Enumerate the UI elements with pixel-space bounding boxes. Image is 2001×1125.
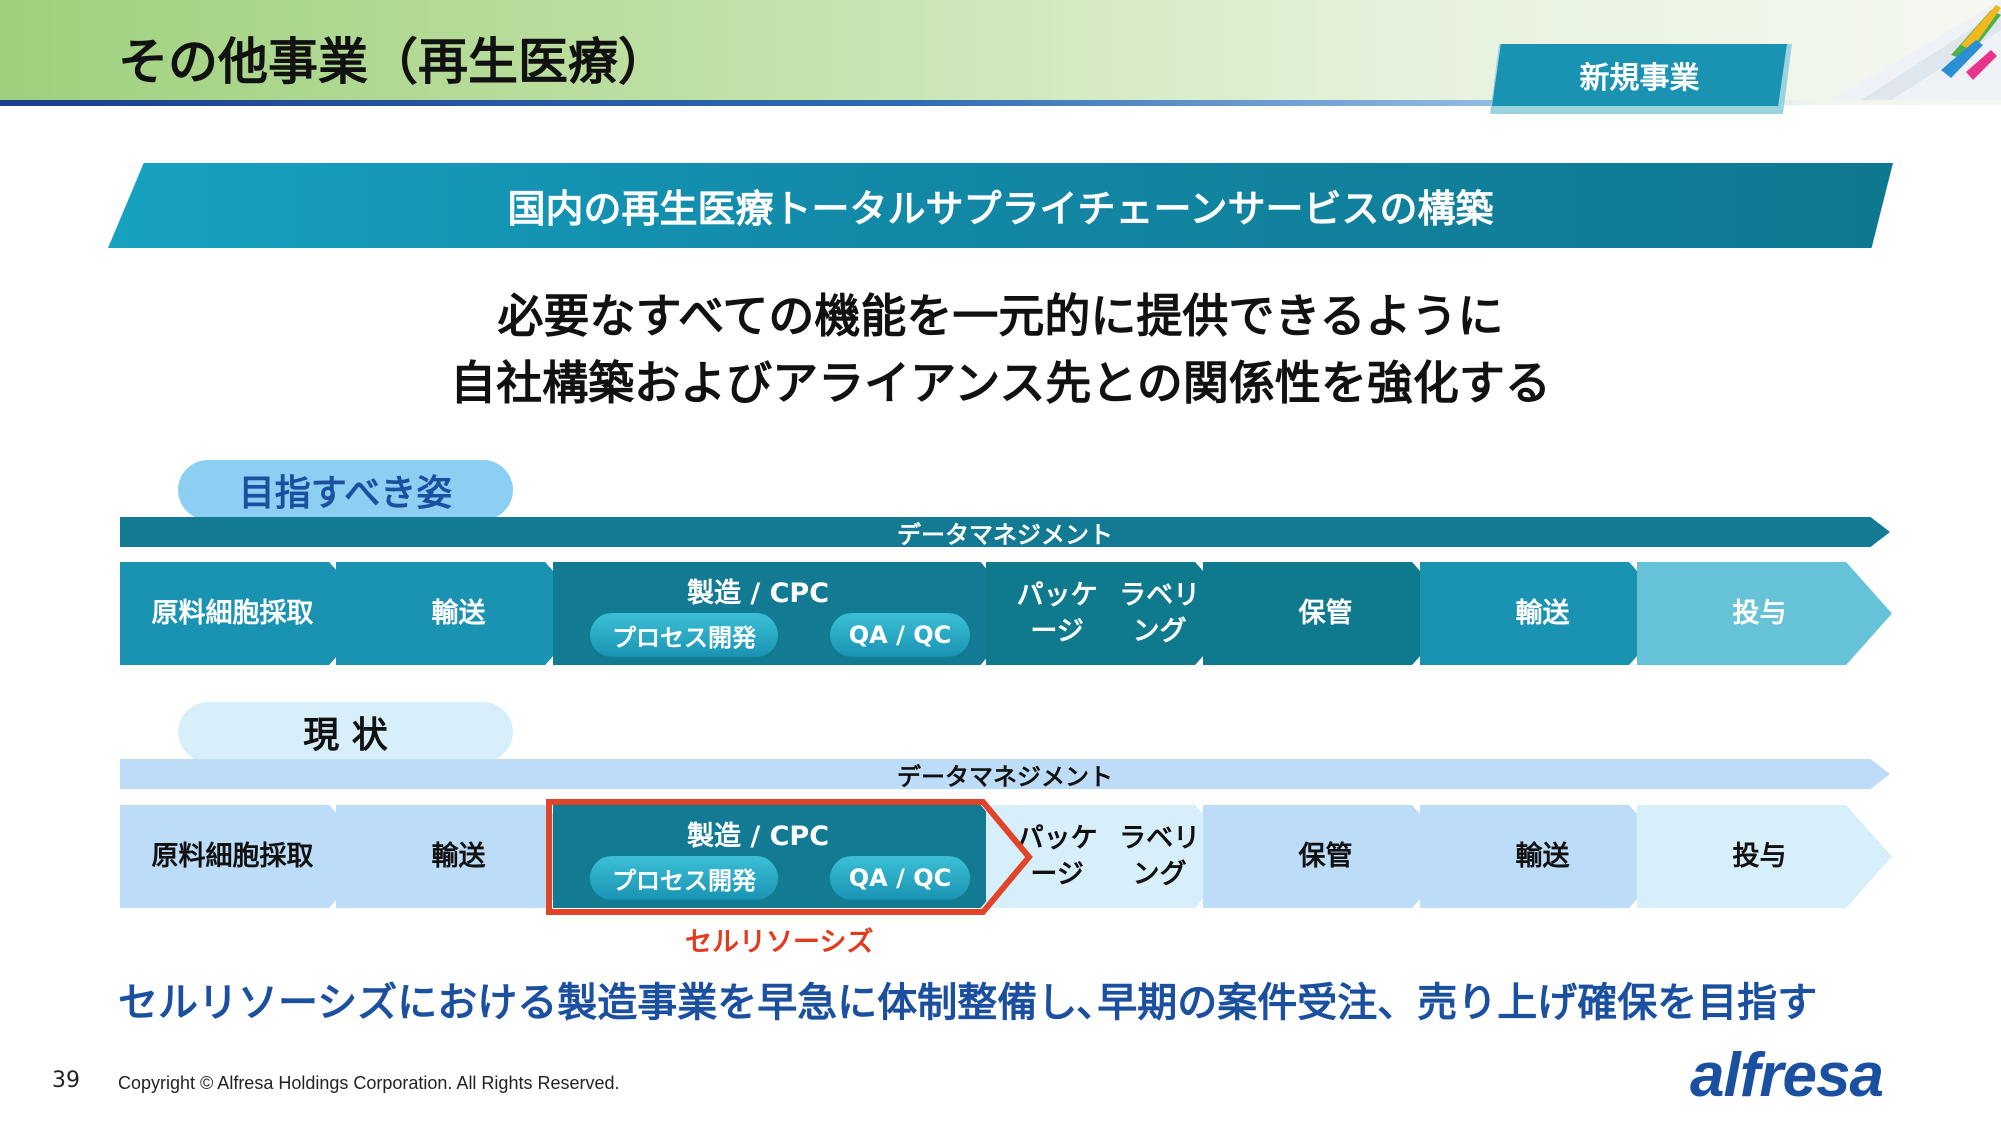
current-step-packaging: パッケージラベリング: [986, 805, 1241, 908]
target-step-packaging-line2: ラベリング: [1119, 580, 1201, 647]
target-step-transport-1: 輸送: [336, 562, 591, 665]
current-step-transport-2: 輸送: [1420, 805, 1675, 908]
current-step-raw-material-line2: 細胞採取: [205, 840, 314, 872]
current-step-packaging-line1: パッケージ: [1016, 823, 1098, 890]
conclusion-text: セルリソーシズにおける製造事業を早急に体制整備し､早期の案件受注、売り上げ確保を…: [118, 980, 1818, 1026]
corner-decoration-icon: [1831, 0, 2001, 100]
target-step-packaging-line1: パッケージ: [1016, 580, 1098, 647]
current-step-raw-material: 原料細胞採取: [120, 805, 375, 908]
highlight-outline: [546, 799, 1033, 915]
current-step-transport-1-line1: 輸送: [431, 840, 486, 872]
header-underline: [0, 100, 1820, 106]
current-step-administration-line1: 投与: [1732, 840, 1787, 872]
target-step-raw-material-line2: 細胞採取: [205, 597, 314, 629]
target-step-administration-line1: 投与: [1732, 597, 1787, 629]
target-step-raw-material-line1: 原料: [151, 597, 206, 629]
current-step-transport-2-line1: 輸送: [1515, 840, 1570, 872]
current-step-administration: 投与: [1637, 805, 1892, 908]
current-step-storage-line1: 保管: [1298, 840, 1353, 872]
current-data-management-arrow: データマネジメント: [120, 759, 1890, 789]
lead-line-2: 自社構築およびアライアンス先との関係性を強化する: [450, 356, 1551, 410]
current-manufacturing-highlight: [546, 799, 1033, 915]
target-step-packaging: パッケージラベリング: [986, 562, 1241, 665]
current-qa-qc-pill: QA / QC: [830, 856, 970, 900]
current-step-storage: 保管: [1203, 805, 1458, 908]
current-process-development-pill: プロセス開発: [590, 856, 778, 900]
company-label: セルリソーシズ: [685, 927, 874, 958]
target-step-raw-material: 原料細胞採取: [120, 562, 375, 665]
page-number: 39: [52, 1068, 80, 1093]
target-process-development-pill: プロセス開発: [590, 613, 778, 657]
current-label: 現 状: [178, 702, 513, 762]
target-qa-qc-pill: QA / QC: [830, 613, 970, 657]
current-step-packaging-line2: ラベリング: [1119, 823, 1201, 890]
target-step-storage: 保管: [1203, 562, 1458, 665]
target-step-transport-2: 輸送: [1420, 562, 1675, 665]
company-logo: alfresa: [1690, 1041, 1884, 1110]
current-step-raw-material-line1: 原料: [151, 840, 206, 872]
lead-line-1: 必要なすべての機能を一元的に提供できるように: [497, 289, 1504, 343]
target-step-storage-line1: 保管: [1298, 597, 1353, 629]
current-step-manufacturing-line1: 製造 / CPC: [686, 821, 830, 852]
target-step-manufacturing-line1: 製造 / CPC: [686, 578, 830, 609]
target-step-transport-2-line1: 輸送: [1515, 597, 1570, 629]
new-business-badge: 新規事業: [1492, 44, 1787, 106]
target-data-management-arrow: データマネジメント: [120, 517, 1890, 547]
target-step-administration: 投与: [1637, 562, 1892, 665]
copyright-text: Copyright © Alfresa Holdings Corporation…: [118, 1073, 620, 1093]
page-title: その他事業（再生医療）: [118, 33, 668, 91]
target-label: 目指すべき姿: [178, 460, 513, 520]
section-banner: 国内の再生医療トータルサプライチェーンサービスの構築: [108, 163, 1893, 248]
target-step-transport-1-line1: 輸送: [431, 597, 486, 629]
